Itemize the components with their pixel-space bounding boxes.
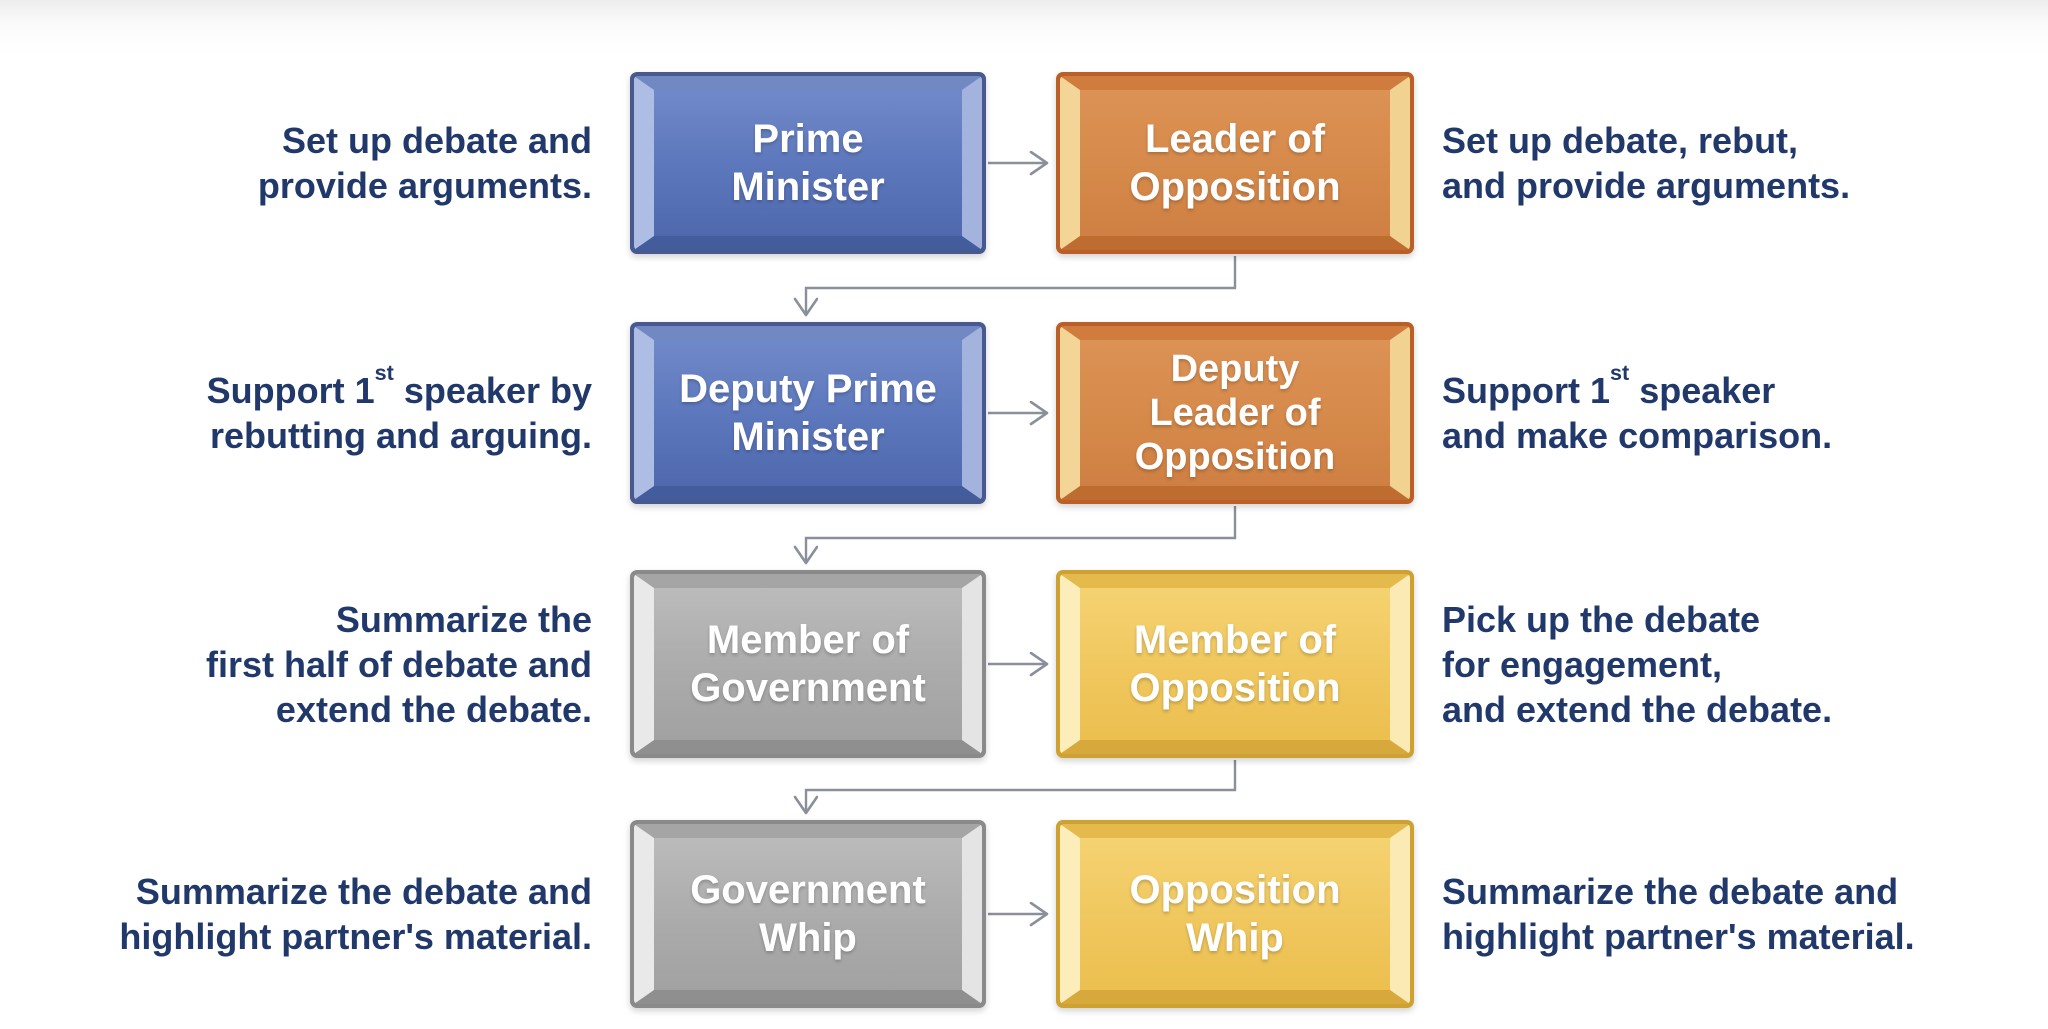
role-label-line: Opposition: [1129, 868, 1341, 912]
description-line: for engagement,: [1442, 643, 1723, 685]
connector-row1-to-row2: [806, 256, 1237, 314]
role-label-line: Deputy: [1170, 348, 1300, 390]
role-label-line: Deputy Prime: [679, 367, 937, 411]
role-label-line: Member of: [706, 618, 910, 662]
description-line: Pick up the debate: [1442, 598, 1761, 640]
description-line: highlight partner's material.: [1442, 916, 1915, 957]
role-label-line: Leader of: [1144, 117, 1326, 161]
role-label-line: Minister: [731, 165, 885, 209]
role-label-line: Whip: [759, 916, 857, 960]
connector-row3-to-row4: [806, 760, 1237, 812]
right-description: Set up debate, rebut,and provide argumen…: [1442, 72, 1850, 254]
description-line: Summarize the: [335, 598, 592, 640]
role-label-line: Minister: [731, 415, 885, 459]
role-label-line: Opposition: [1129, 666, 1341, 710]
description-line: first half of debate and: [205, 643, 592, 685]
role-label-line: Opposition: [1134, 436, 1336, 478]
role-label-line: Government: [690, 868, 926, 912]
role-label-line: Leader of: [1149, 392, 1321, 434]
role-label-line: Whip: [1186, 916, 1284, 960]
description-line: rebutting and arguing.: [210, 415, 592, 456]
role-label-line: Government: [690, 666, 926, 710]
description-line: and provide arguments.: [1442, 165, 1851, 206]
role-label-line: Opposition: [1129, 165, 1341, 209]
description-line: Set up debate and: [281, 120, 592, 161]
description-line: Set up debate, rebut,: [1442, 120, 1799, 161]
description-line: Support 1st speaker: [1442, 360, 1776, 411]
role-label-line: Prime: [752, 117, 864, 161]
description-line: Summarize the debate and: [135, 871, 592, 912]
description-line: and make comparison.: [1442, 415, 1833, 456]
role-label-line: Member of: [1133, 618, 1337, 662]
description-line: extend the debate.: [275, 688, 592, 730]
connector-row2-to-row3: [806, 506, 1237, 562]
description-line: Support 1st speaker by: [206, 360, 592, 411]
description-line: and extend the debate.: [1442, 688, 1833, 730]
description-line: provide arguments.: [257, 165, 592, 206]
description-line: Summarize the debate and: [1442, 871, 1899, 912]
description-line: highlight partner's material.: [119, 916, 592, 957]
